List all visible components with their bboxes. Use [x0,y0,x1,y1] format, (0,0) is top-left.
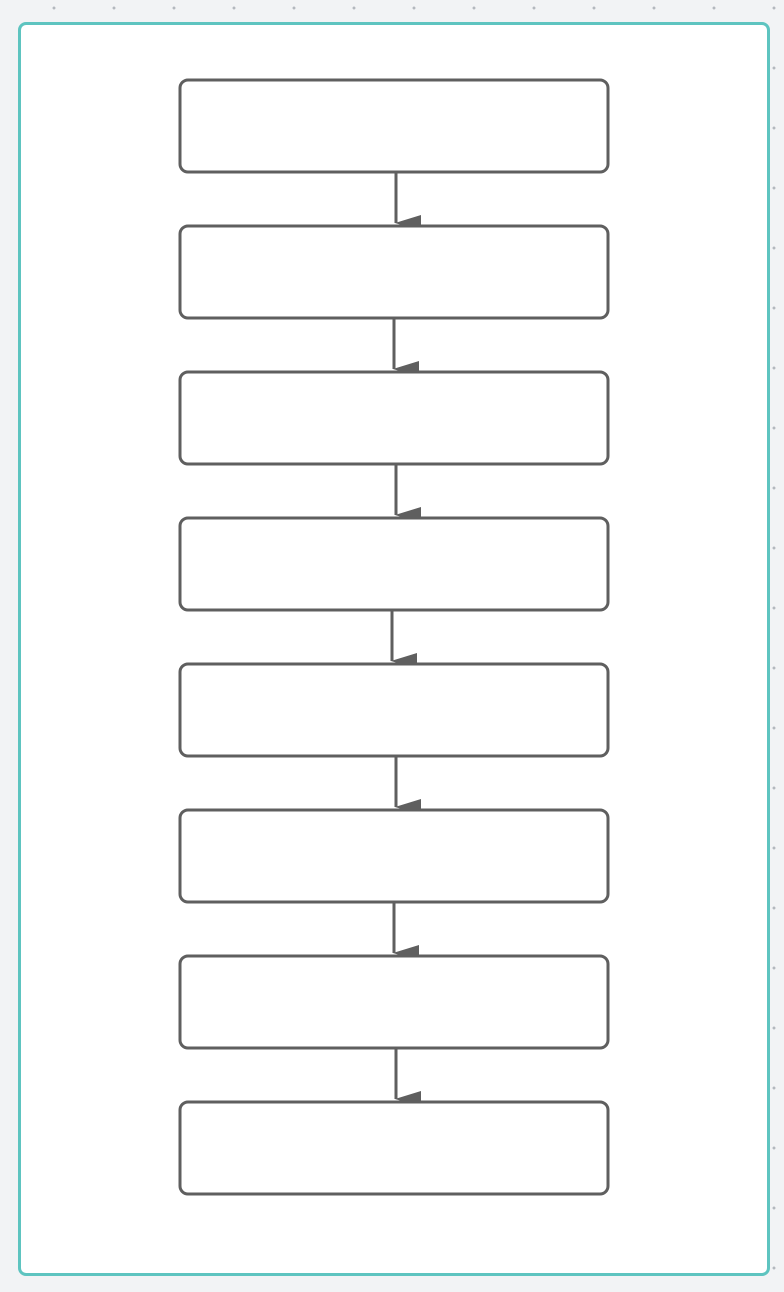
flow-step-box[interactable] [178,808,610,904]
flow-step-2[interactable] [178,224,610,320]
flow-step-3[interactable] [178,370,610,466]
flow-step-box[interactable] [178,662,610,758]
flow-step-5[interactable] [178,662,610,758]
flow-step-box[interactable] [178,516,610,612]
flow-step-box[interactable] [178,370,610,466]
connector-group [390,172,421,1107]
flow-step-box[interactable] [178,224,610,320]
flow-step-box[interactable] [178,78,610,174]
flow-step-6[interactable] [178,808,610,904]
flow-step-8[interactable] [178,1100,610,1196]
flow-step-box[interactable] [178,1100,610,1196]
flow-step-box[interactable] [178,954,610,1050]
flow-step-7[interactable] [178,954,610,1050]
flow-step-1[interactable] [178,78,610,174]
flow-step-4[interactable] [178,516,610,612]
node-group [178,78,610,1196]
